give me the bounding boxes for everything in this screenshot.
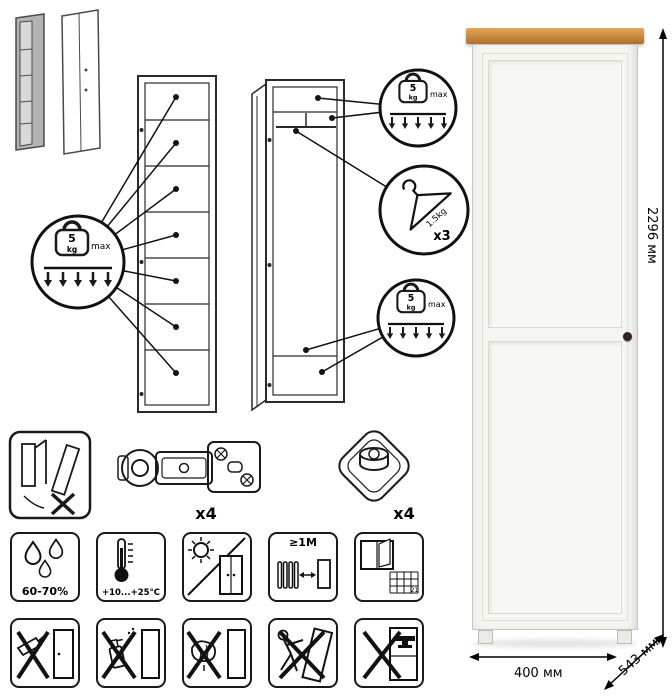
anti-tip-warning-icon bbox=[8, 430, 92, 520]
no-wet-cloth-icon-box bbox=[182, 618, 252, 688]
max-label: max bbox=[428, 300, 446, 309]
open-cabinet-thumbnail bbox=[61, 9, 101, 155]
max-label: max bbox=[430, 90, 448, 99]
load-diagram: 5 kg bbox=[15, 9, 470, 413]
foot-quantity-label: x4 bbox=[393, 504, 414, 523]
sunlight-icon-box bbox=[182, 532, 252, 602]
hinge-quantity-label: x4 bbox=[195, 504, 216, 523]
wardrobe-door bbox=[472, 44, 638, 630]
furniture-foot-icon: x4 bbox=[338, 430, 415, 523]
hanger-multiplier-label: x3 bbox=[433, 229, 450, 244]
no-pushing-icon-box bbox=[268, 618, 338, 688]
bottom-shelf-load-badge: max bbox=[376, 278, 456, 358]
anvil-icon bbox=[362, 627, 418, 681]
height-dimension-label: 2296 мм bbox=[644, 205, 659, 266]
humidity-icon-box: 60-70% bbox=[10, 532, 80, 602]
top-shelf-load-badge: max bbox=[378, 68, 458, 148]
wardrobe-foot-right bbox=[617, 630, 632, 644]
radiator-distance-icon bbox=[277, 559, 331, 589]
no-heavy-load-icon-box bbox=[354, 618, 424, 688]
no-scraper-icon-box bbox=[10, 618, 80, 688]
hinge-icon: x4 bbox=[117, 441, 261, 523]
temperature-label: +10...+25°C bbox=[101, 587, 161, 598]
width-dimension-label: 400 мм bbox=[514, 666, 563, 681]
water-drops-icon bbox=[24, 537, 64, 578]
leader-dots-right bbox=[293, 95, 335, 375]
no-scraper-icon bbox=[16, 629, 74, 680]
hanger-load-badge: 1.5kg x3 bbox=[378, 164, 470, 256]
temperature-icon-box: +10...+25°C bbox=[96, 532, 166, 602]
tile-number-label: 21 bbox=[411, 587, 419, 594]
shelf-load-badge-left: max bbox=[30, 214, 126, 310]
height-dimension-arrow bbox=[659, 28, 667, 648]
distance-label: ≥1M bbox=[289, 536, 317, 549]
depth-dimension-arrow bbox=[604, 634, 664, 690]
spray-bottle-icon bbox=[101, 627, 160, 680]
closed-cabinet-thumbnail bbox=[15, 13, 45, 151]
hardware-row: x4 x4 bbox=[8, 430, 415, 523]
sun-shade-icon bbox=[187, 537, 246, 596]
wardrobe-shadow bbox=[472, 639, 638, 648]
no-spray-icon-box bbox=[96, 618, 166, 688]
wardrobe-top-board bbox=[466, 28, 644, 44]
wet-cloth-icon bbox=[186, 629, 246, 680]
thermometer-icon bbox=[114, 538, 133, 582]
door-knob bbox=[623, 332, 632, 341]
door-panel-bottom bbox=[488, 341, 622, 614]
shelf-cabinet-diagram bbox=[137, 75, 217, 413]
distance-icon-box: ≥1M bbox=[268, 532, 338, 602]
humidity-label: 60-70% bbox=[21, 585, 69, 598]
ventilation-icon-box: 21 bbox=[354, 532, 424, 602]
max-label: max bbox=[91, 242, 111, 252]
person-pushing-icon bbox=[277, 627, 334, 683]
width-dimension-arrow bbox=[469, 653, 617, 661]
wardrobe-foot-left bbox=[478, 630, 493, 644]
leader-dots-left bbox=[173, 94, 179, 376]
door-panel-top bbox=[488, 60, 622, 328]
window-ventilation-icon: 21 bbox=[360, 538, 419, 594]
wardrobe-render bbox=[466, 28, 644, 648]
